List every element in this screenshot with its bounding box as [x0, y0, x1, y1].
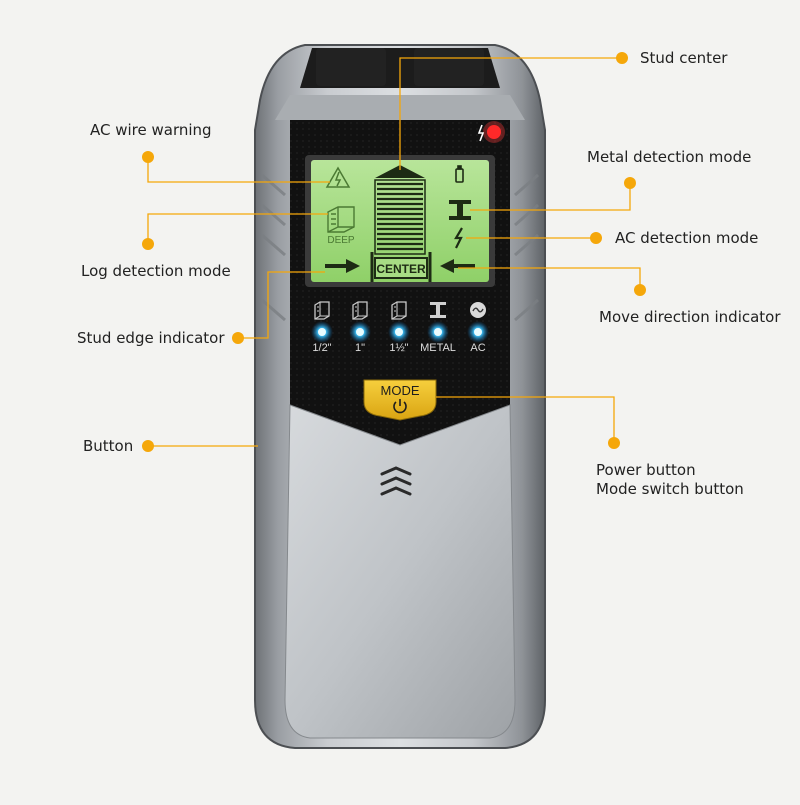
- move-right-arrow: [440, 259, 475, 273]
- indicator-label: AC: [470, 342, 485, 354]
- ac-warning-icon: [325, 166, 351, 188]
- center-label: CENTER: [376, 262, 426, 276]
- callout-move-direction-indicator: Move direction indicator: [599, 308, 781, 326]
- wood-stud-icon: [314, 301, 330, 320]
- lcd-screen: [311, 160, 489, 282]
- move-left-arrow: [325, 259, 360, 273]
- callout-mode-switch-button: Mode switch button: [596, 480, 744, 498]
- deep-label: DEEP: [327, 235, 355, 246]
- mode-button[interactable]: MODE: [363, 379, 437, 421]
- power-led: [477, 121, 505, 143]
- callout-ac-wire-warning: AC wire warning: [90, 121, 212, 139]
- wood-stud-icon: [391, 301, 407, 320]
- callout-button: Button: [83, 437, 134, 455]
- callout-lines: [147, 57, 641, 447]
- indicator-label: 1": [355, 342, 365, 354]
- indicator-label: METAL: [420, 342, 456, 354]
- callout-ac-detection-mode: AC detection mode: [615, 229, 759, 247]
- mode-button-label: MODE: [381, 383, 420, 398]
- callout-metal-detection-mode: Metal detection mode: [587, 148, 752, 166]
- indicator-led: [427, 321, 449, 343]
- callout-stud-center: Stud center: [640, 49, 728, 67]
- deep-log-icon: [327, 206, 355, 233]
- indicator-label: 1/2": [312, 342, 331, 354]
- metal-detection-icon: [449, 200, 471, 220]
- power-icon: [393, 399, 407, 414]
- callout-power-button: Power button: [596, 461, 696, 479]
- speaker-grille: [380, 466, 412, 496]
- ac-detection-icon: [454, 227, 463, 249]
- side-grooves: [261, 173, 539, 322]
- indicator-led: [388, 321, 410, 343]
- indicator-led: [349, 321, 371, 343]
- callout-stud-edge-indicator: Stud edge indicator: [77, 329, 225, 347]
- indicator-label: 1½": [389, 342, 408, 354]
- indicator-led: [311, 321, 333, 343]
- stud-center-graph: [374, 165, 426, 255]
- lower-face: [284, 404, 516, 739]
- metal-beam-icon: [430, 302, 446, 318]
- callout-log-detection-mode: Log detection mode: [81, 262, 231, 280]
- callout-dots: [142, 52, 646, 452]
- wood-stud-icon: [352, 301, 368, 320]
- ac-wave-icon: [470, 302, 486, 318]
- indicator-led: [467, 321, 489, 343]
- battery-icon: [455, 165, 464, 183]
